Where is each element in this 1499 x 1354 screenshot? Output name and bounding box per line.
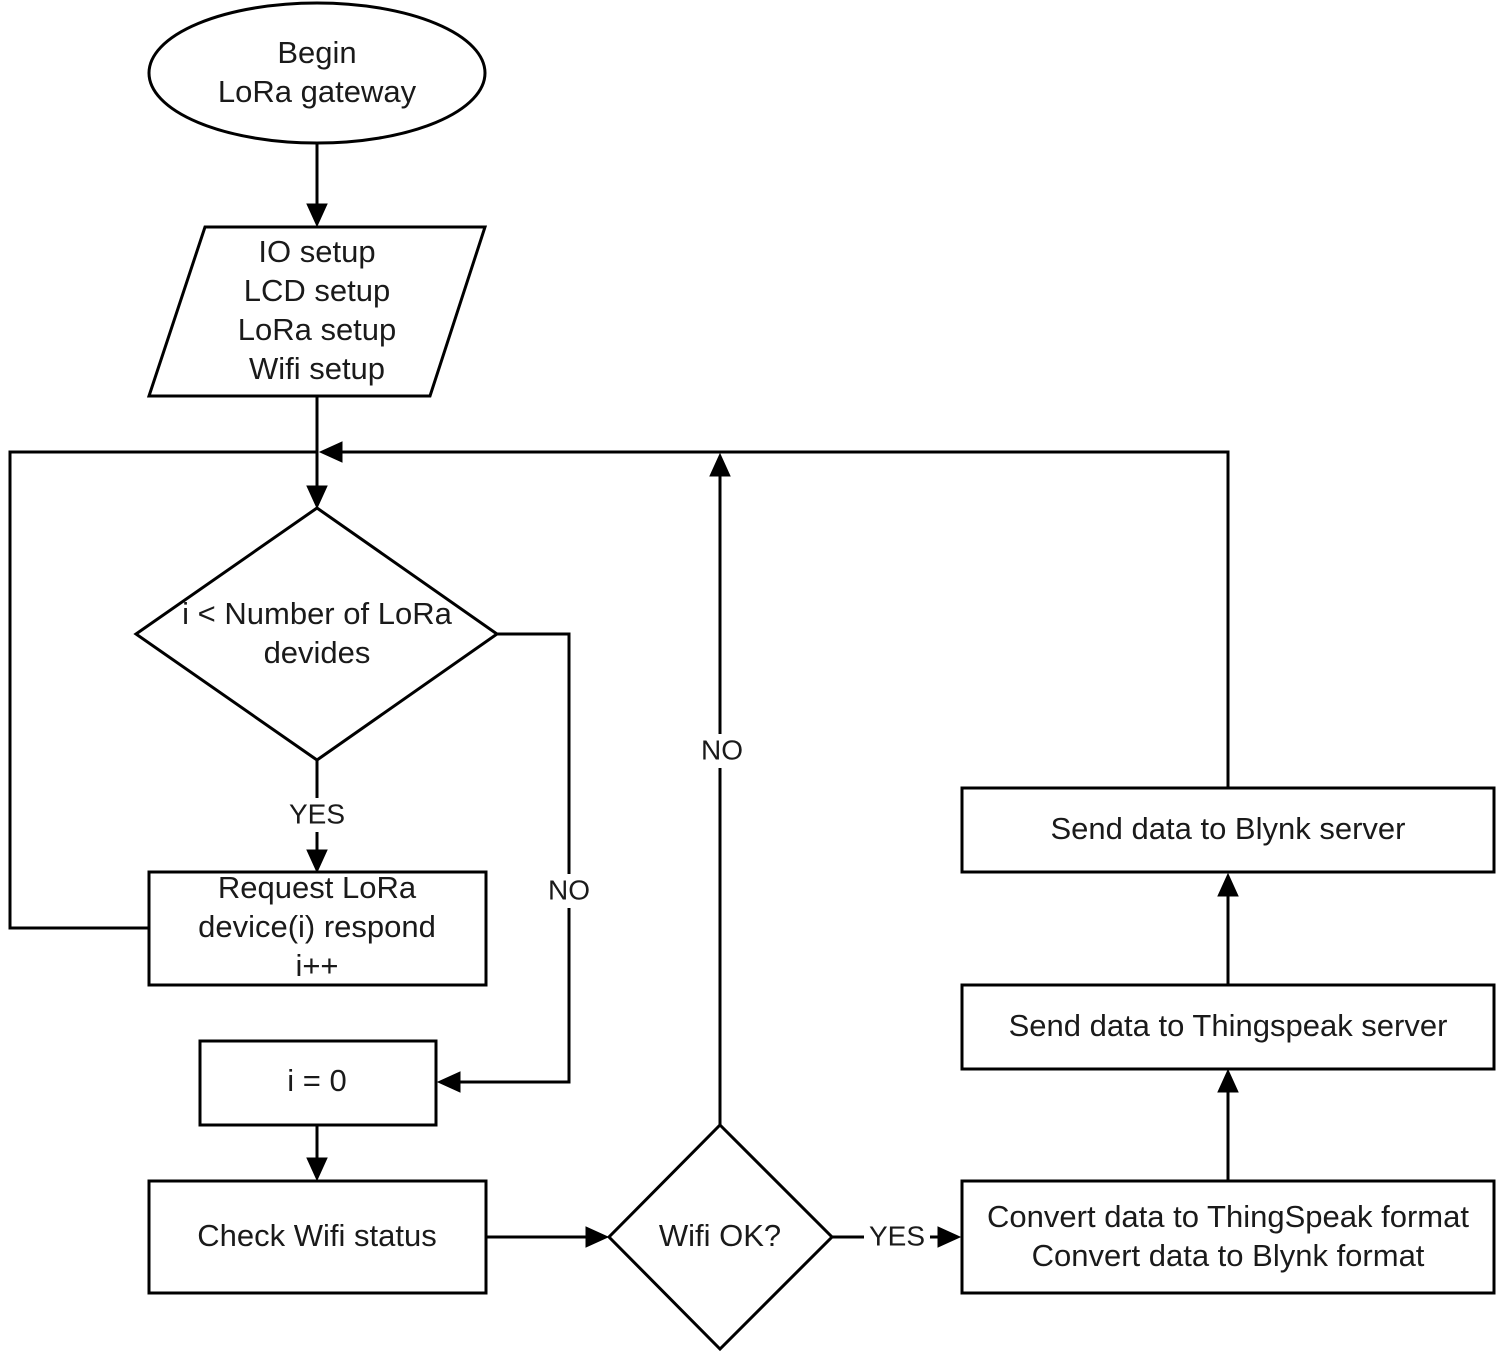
begin-node: Begin LoRa gateway [147, 1, 487, 145]
send-thingspeak-label: Send data to Thingspeak server [1009, 1008, 1448, 1043]
wifi-no-label: NO [701, 734, 743, 765]
arrowhead-wifi-yes [937, 1226, 962, 1248]
arrowhead-setup-to-loop-check [306, 485, 328, 510]
nodes: Begin LoRa gateway IO setup LCD setup Lo… [133, 1, 1496, 1352]
send-thingspeak-node: Send data to Thingspeak server [960, 983, 1496, 1071]
send-blynk-label: Send data to Blynk server [1051, 811, 1406, 846]
begin-line-2: LoRa gateway [218, 74, 417, 109]
edge-labels: YES NO NO YES [283, 734, 930, 1254]
edge-request-loop-back [8, 450, 317, 930]
reset-i-node: i = 0 [198, 1039, 438, 1127]
wifi-ok-diamond [606, 1122, 835, 1352]
wifi-no-label-bg [697, 734, 747, 768]
arrowhead-loop-no [436, 1071, 461, 1093]
request-box [147, 870, 488, 987]
setup-line-3: LoRa setup [238, 312, 397, 347]
wifi-yes-label-bg [864, 1220, 930, 1254]
setup-line-4: Wifi setup [249, 351, 385, 386]
reset-i-box [198, 1039, 438, 1127]
check-wifi-label: Check Wifi status [197, 1218, 436, 1253]
loop-yes-label-bg [283, 798, 351, 832]
loop-no-label: NO [548, 874, 590, 905]
wifi-ok-node: Wifi OK? [606, 1122, 835, 1352]
loop-yes-label: YES [289, 798, 345, 829]
convert-box [960, 1179, 1496, 1295]
edge-top-return-line [338, 450, 1230, 788]
check-wifi-node: Check Wifi status [147, 1179, 488, 1295]
loop-check-line-1: i < Number of LoRa [182, 596, 452, 631]
request-line-3: i++ [295, 948, 338, 983]
edge-loop-no [456, 632, 571, 1084]
request-line-2: device(i) respond [198, 909, 436, 944]
edges [8, 143, 1239, 1248]
request-line-1: Request LoRa [218, 870, 417, 905]
loop-check-line-2: devides [264, 635, 371, 670]
begin-line-1: Begin [277, 35, 356, 70]
send-blynk-box [960, 786, 1496, 874]
setup-parallelogram [146, 225, 488, 398]
arrowhead-top-return [318, 441, 343, 463]
wifi-yes-label: YES [869, 1220, 925, 1251]
setup-line-2: LCD setup [244, 273, 390, 308]
arrowhead-thingspeak-to-blynk [1217, 872, 1239, 897]
convert-line-1: Convert data to ThingSpeak format [987, 1199, 1469, 1234]
loop-check-node: i < Number of LoRa devides [133, 506, 500, 762]
arrowhead-wifi-no [709, 452, 731, 477]
arrowhead-check-wifi-to-decision [585, 1226, 610, 1248]
arrowhead-convert-to-thingspeak [1217, 1068, 1239, 1093]
begin-ellipse [147, 1, 487, 145]
send-blynk-node: Send data to Blynk server [960, 786, 1496, 874]
setup-node: IO setup LCD setup LoRa setup Wifi setup [146, 225, 488, 398]
arrowhead-reset-to-check-wifi [306, 1157, 328, 1182]
arrowhead-loop-yes [306, 849, 328, 874]
send-thingspeak-box [960, 983, 1496, 1071]
convert-node: Convert data to ThingSpeak format Conver… [960, 1179, 1496, 1295]
reset-i-label: i = 0 [287, 1063, 346, 1098]
setup-line-1: IO setup [258, 234, 375, 269]
wifi-ok-label: Wifi OK? [659, 1218, 781, 1253]
convert-line-2: Convert data to Blynk format [1032, 1238, 1425, 1273]
check-wifi-box [147, 1179, 488, 1295]
loop-no-label-bg [544, 874, 594, 908]
request-node: Request LoRa device(i) respond i++ [147, 870, 488, 987]
loop-check-diamond [133, 506, 500, 762]
arrowhead-begin-to-setup [306, 203, 328, 228]
